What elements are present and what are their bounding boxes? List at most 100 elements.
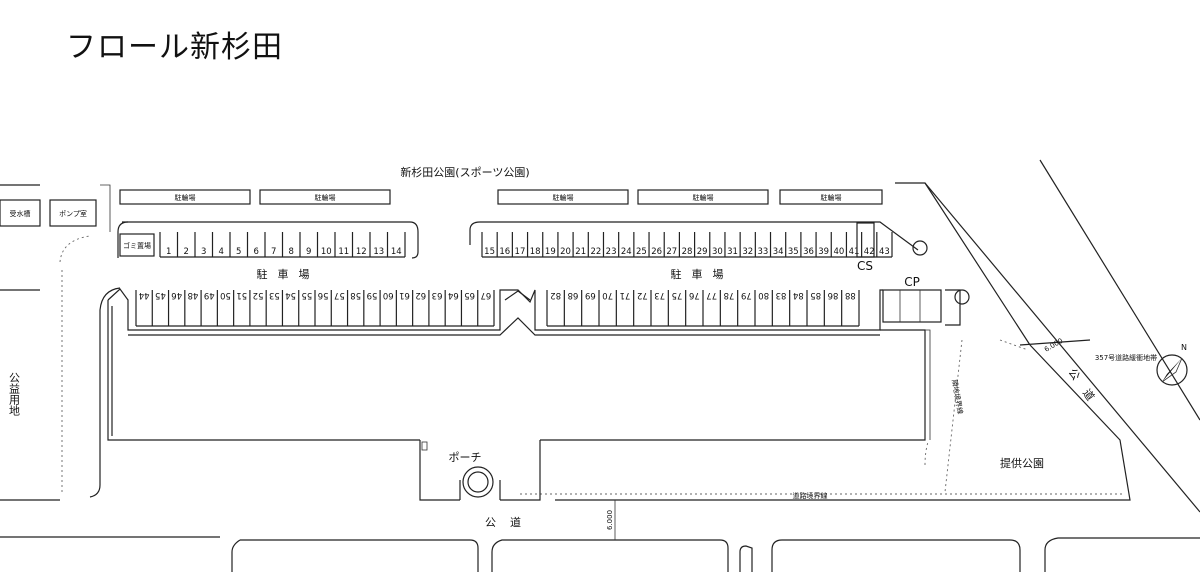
porch <box>419 440 541 501</box>
parking-space-number: 11 <box>338 247 349 257</box>
parking-space-number: 44 <box>139 290 150 300</box>
green-belt-label: 357号道路緩衝地帯 <box>1095 353 1157 362</box>
bicycle-label: 駐輪場 <box>175 193 196 202</box>
parking-space-number: 56 <box>318 290 329 300</box>
parking-space-number: 8 <box>289 247 294 257</box>
parking-space-number: 84 <box>793 290 804 300</box>
bicycle-label: 駐輪場 <box>315 193 336 202</box>
site-boundary-lines <box>0 182 1131 501</box>
parking-space-number: 72 <box>637 290 648 300</box>
parking-space-number: 31 <box>727 247 738 257</box>
parking-space-number: 42 <box>864 247 875 257</box>
garbage-area <box>119 233 155 257</box>
cp-box <box>882 289 942 323</box>
bicycle-parking: 駐輪場 駐輪場 駐輪場 駐輪場 駐輪場 <box>119 189 883 205</box>
parking-space-number: 69 <box>585 290 596 300</box>
parking-space-number: 28 <box>682 247 693 257</box>
parking-space-number: 25 <box>636 247 647 257</box>
parking-space-number: 83 <box>776 290 787 300</box>
parking-space-number: 48 <box>188 290 199 300</box>
parking-space-number: 3 <box>201 247 206 257</box>
parking-space-number: 71 <box>620 290 631 300</box>
circle-marker <box>912 240 928 256</box>
parking-label: 駐車場 <box>257 267 320 281</box>
parking-space-number: 10 <box>321 247 332 257</box>
page-title: フロール新杉田 <box>66 30 283 65</box>
parking-space-number: 1 <box>166 247 171 257</box>
porch-label: ポーチ <box>449 451 482 464</box>
circle-marker <box>954 289 970 305</box>
parking-space-number: 67 <box>480 290 491 300</box>
parking-space-number: 30 <box>712 247 723 257</box>
parking-space-number: 43 <box>879 247 890 257</box>
north-label: N <box>1181 343 1187 352</box>
parking-space-number: 13 <box>373 247 384 257</box>
parking-space-number: 85 <box>810 290 821 300</box>
parking-space-number: 88 <box>845 290 856 300</box>
parking-space-number: 45 <box>155 290 166 300</box>
parking-space-number: 19 <box>545 247 556 257</box>
parking-space-number: 32 <box>742 247 753 257</box>
parking-space-number: 4 <box>219 247 224 257</box>
parking-space-number: 76 <box>689 290 700 300</box>
bicycle-label: 駐輪場 <box>693 193 714 202</box>
road-boundary-label: 道路境界線 <box>793 491 828 500</box>
cp-label: CP <box>904 275 920 289</box>
parking-space-number: 39 <box>818 247 829 257</box>
parking-space-number: 58 <box>350 290 361 300</box>
parking-space-number: 73 <box>654 290 665 300</box>
parking-space-number: 82 <box>550 290 561 300</box>
parking-space-number: 35 <box>788 247 799 257</box>
parking-space-number: 65 <box>464 290 475 300</box>
parking-space-number: 2 <box>184 247 189 257</box>
parking-space-number: 17 <box>515 247 526 257</box>
site-boundary-label: 隣地境界線 <box>950 379 965 415</box>
park-top-label: 新杉田公園(スポーツ公園) <box>400 165 529 179</box>
parking-space-number: 9 <box>306 247 311 257</box>
parking-space-number: 75 <box>672 290 683 300</box>
parking-space-number: 40 <box>833 247 844 257</box>
parking-space-number: 62 <box>415 290 426 300</box>
parking-space-number: 34 <box>773 247 784 257</box>
parking-space-number: 51 <box>236 290 247 300</box>
parking-space-number: 57 <box>334 290 345 300</box>
parking-label: 駐車場 <box>671 267 734 281</box>
parking-space-number: 21 <box>575 247 586 257</box>
parking-space-number: 36 <box>803 247 814 257</box>
parking-space-number: 77 <box>706 290 717 300</box>
parking-space-number: 24 <box>621 247 632 257</box>
parking-space-number: 7 <box>271 247 276 257</box>
pump-room-label: ポンプ室 <box>59 209 87 218</box>
parking-space-number: 27 <box>666 247 677 257</box>
parking-space-number: 41 <box>849 247 860 257</box>
water-tank-label: 受水槽 <box>10 209 31 218</box>
parking-space-number: 52 <box>253 290 264 300</box>
parking-space-number: 6 <box>254 247 259 257</box>
parking-space-number: 63 <box>432 290 443 300</box>
bicycle-label: 駐輪場 <box>553 193 574 202</box>
parking-space-number: 64 <box>448 290 459 300</box>
parking-space-number: 15 <box>484 247 495 257</box>
public-road-label: 公道 <box>485 515 535 529</box>
parking-space-number: 53 <box>269 290 280 300</box>
cs-label: CS <box>857 259 873 273</box>
parking-space-number: 23 <box>606 247 617 257</box>
parking-space-number: 26 <box>651 247 662 257</box>
upper-right-island <box>469 221 919 251</box>
parking-space-number: 55 <box>301 290 312 300</box>
parking-space-number: 22 <box>590 247 601 257</box>
parking-space-number: 18 <box>530 247 541 257</box>
bicycle-label: 駐輪場 <box>821 193 842 202</box>
parking-space-number: 12 <box>356 247 367 257</box>
garbage-label: ゴミ置場 <box>123 241 151 250</box>
parking-space-number: 60 <box>383 290 394 300</box>
parking-space-number: 79 <box>741 290 752 300</box>
building-outline <box>89 287 931 498</box>
parking-space-number: 5 <box>236 247 241 257</box>
parking-space-number: 70 <box>602 290 613 300</box>
parking-space-number: 78 <box>724 290 735 300</box>
parking-space-number: 54 <box>285 290 296 300</box>
